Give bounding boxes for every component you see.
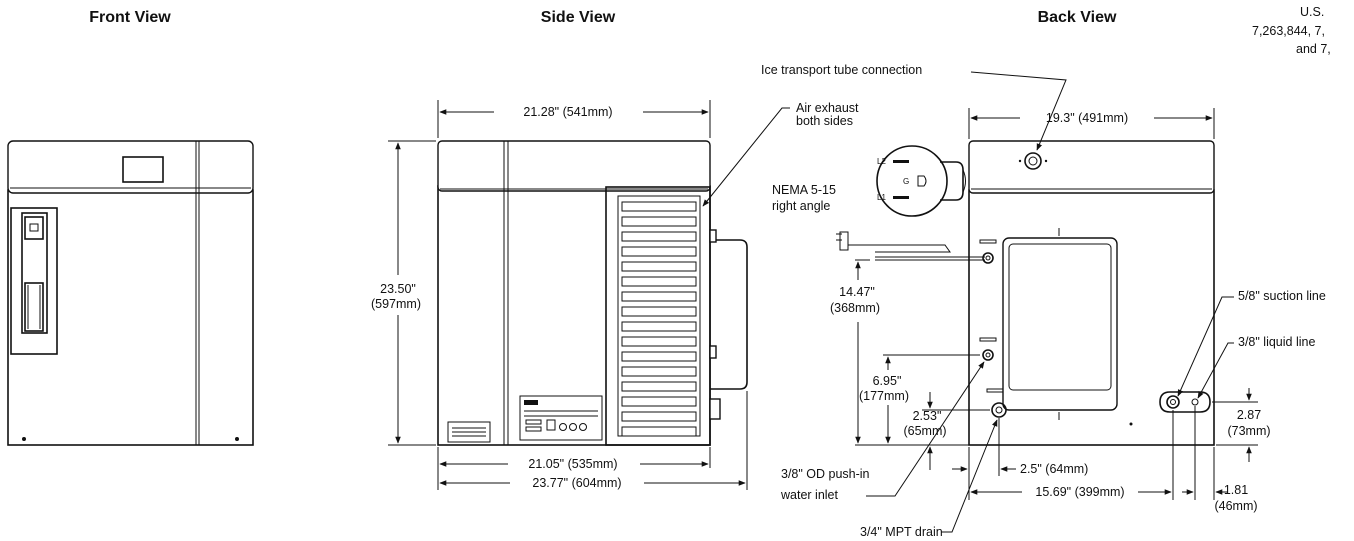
push-in-label-2: water inlet — [780, 488, 838, 502]
side-view-drawing — [437, 140, 748, 446]
height-695-label-2: (177mm) — [859, 389, 909, 403]
back-view-drawing — [836, 140, 1215, 446]
height-1447-label-1: 14.47" — [839, 285, 875, 299]
back-view-title: Back View — [1038, 9, 1117, 26]
exhaust-louvers — [621, 201, 697, 437]
louver-slat — [621, 201, 697, 212]
dist-181-label-2: (46mm) — [1214, 499, 1257, 513]
back-width-label: 19.3" (491mm) — [1046, 111, 1128, 125]
louver-slat — [621, 231, 697, 242]
louver-slat — [621, 426, 697, 437]
height-253-label-1: 2.53" — [913, 409, 942, 423]
liquid-line-label: 3/8" liquid line — [1238, 335, 1315, 349]
side-width-label: 21.28" (541mm) — [523, 105, 612, 119]
drain-label: 3/4" MPT drain — [860, 525, 943, 539]
dist-25-label: 2.5" (64mm) — [1020, 462, 1088, 476]
front-view-drawing — [7, 140, 254, 446]
patent-line-1: U.S. — [1300, 5, 1324, 19]
louver-slat — [621, 351, 697, 362]
ice-tube-label: Ice transport tube connection — [761, 63, 922, 77]
side-view-title: Side View — [541, 9, 616, 26]
louver-slat — [621, 336, 697, 347]
louver-slat — [621, 261, 697, 272]
height-1447-label-2: (368mm) — [830, 301, 880, 315]
plug-l1-label: L1 — [877, 193, 886, 202]
side-height-label-2: (597mm) — [371, 297, 421, 311]
height-287-label-2: (73mm) — [1227, 424, 1270, 438]
side-total-depth-label: 23.77" (604mm) — [532, 476, 621, 490]
air-exhaust-label-2: both sides — [796, 114, 853, 128]
louver-slat — [621, 291, 697, 302]
side-height-label-1: 23.50" — [380, 282, 416, 296]
suction-line-label: 5/8" suction line — [1238, 289, 1326, 303]
dist-181-label-1: 1.81 — [1224, 483, 1248, 497]
front-view-title: Front View — [89, 9, 171, 26]
louver-slat — [621, 366, 697, 377]
height-695-label-1: 6.95" — [873, 374, 902, 388]
nema-label-2: right angle — [772, 199, 830, 213]
side-view-dimensions: 21.28" (541mm) 23.50" (597mm) 21.05" (53… — [371, 100, 859, 490]
height-253-label-2: (65mm) — [903, 424, 946, 438]
louver-slat — [621, 381, 697, 392]
plug-l2-label: L2 — [877, 157, 886, 166]
back-view-dimensions: Ice transport tube connection 19.3" (491… — [761, 63, 1326, 539]
patent-line-2: 7,263,844, 7, — [1252, 24, 1325, 38]
louver-slat — [621, 276, 697, 287]
patent-line-3: and 7, — [1296, 42, 1331, 56]
push-in-label-1: 3/8" OD push-in — [781, 467, 870, 481]
louver-slat — [621, 396, 697, 407]
louver-slat — [621, 216, 697, 227]
louver-slat — [621, 411, 697, 422]
side-body-depth-label: 21.05" (535mm) — [528, 457, 617, 471]
dist-1569-label: 15.69" (399mm) — [1035, 485, 1124, 499]
louver-slat — [621, 321, 697, 332]
louver-slat — [621, 246, 697, 257]
air-exhaust-label-1: Air exhaust — [796, 101, 859, 115]
height-287-label-1: 2.87 — [1237, 408, 1261, 422]
nema-label-1: NEMA 5-15 — [772, 183, 836, 197]
louver-slat — [621, 306, 697, 317]
plug-g-label: G — [903, 177, 909, 186]
